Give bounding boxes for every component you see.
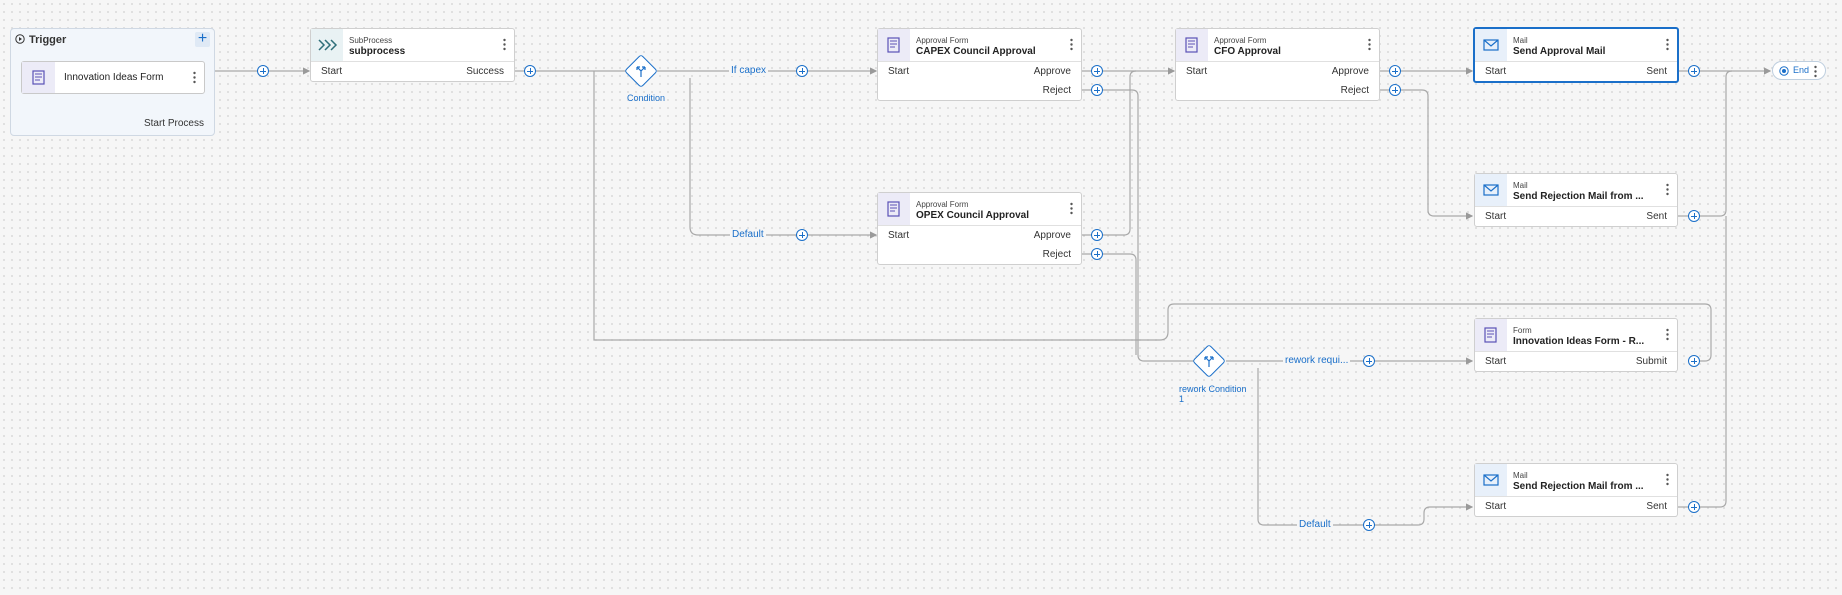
node-type-label: Mail (1513, 181, 1528, 190)
port-reject: Reject (1042, 249, 1071, 260)
plus-icon: + (197, 30, 208, 47)
form-icon (22, 62, 55, 93)
more-options-icon[interactable] (503, 38, 506, 51)
port-start: Start (888, 66, 910, 77)
more-options-icon[interactable] (1070, 38, 1073, 51)
node-type-label: SubProcess (349, 36, 393, 45)
more-options-icon[interactable] (1814, 65, 1817, 78)
more-options-icon[interactable] (1368, 38, 1371, 51)
more-options-icon[interactable] (1666, 328, 1669, 341)
port-approve: Approve (1033, 230, 1071, 241)
branch-icon (636, 66, 646, 77)
edge-label-if-capex[interactable]: If capex (729, 65, 769, 76)
rework-condition-label-line1: rework Condition (1179, 384, 1247, 394)
start-process-label: Start Process (143, 118, 204, 129)
edge-label-default[interactable]: Default (730, 229, 766, 240)
form-icon (878, 193, 910, 225)
node-cfo-approval[interactable]: Approval Form CFO Approval Start Approve… (1175, 28, 1380, 101)
trigger-panel[interactable]: Trigger + Innovation Ideas Form Start Pr… (10, 28, 215, 136)
port-submit: Submit (1635, 356, 1667, 367)
rework-condition-label-line2: 1 (1179, 394, 1185, 404)
more-options-icon[interactable] (1666, 38, 1669, 51)
edge-label-default[interactable]: Default (1297, 519, 1333, 530)
node-type-label: Approval Form (916, 200, 969, 209)
add-trigger-button[interactable]: + (195, 30, 210, 47)
port-start: Start (321, 66, 343, 77)
more-options-icon[interactable] (1666, 473, 1669, 486)
add-step-button[interactable] (524, 65, 536, 77)
node-title: Innovation Ideas Form - R... (1513, 336, 1645, 347)
more-options-icon[interactable] (193, 71, 196, 84)
node-type-label: Mail (1513, 36, 1528, 45)
add-step-button[interactable] (1688, 355, 1700, 367)
node-send-approval-mail[interactable]: Mail Send Approval Mail Start Sent (1473, 27, 1679, 83)
end-node[interactable]: End (1772, 61, 1826, 80)
add-step-button[interactable] (1688, 65, 1700, 77)
port-reject: Reject (1340, 85, 1369, 96)
add-step-button[interactable] (1688, 210, 1700, 222)
node-send-rejection-mail-1[interactable]: Mail Send Rejection Mail from ... Start … (1474, 173, 1678, 227)
add-step-button[interactable] (1363, 519, 1375, 531)
port-approve: Approve (1033, 66, 1071, 77)
add-step-button[interactable] (1091, 229, 1103, 241)
edge-label-rework-required[interactable]: rework requi... (1283, 355, 1351, 366)
add-step-button[interactable] (1091, 65, 1103, 77)
add-step-button[interactable] (1091, 84, 1103, 96)
trigger-form-card[interactable]: Innovation Ideas Form (21, 61, 205, 94)
trigger-icon (15, 34, 25, 44)
port-sent: Sent (1646, 66, 1667, 77)
node-type-label: Form (1513, 326, 1532, 335)
port-sent: Sent (1646, 211, 1667, 222)
port-start: Start (1485, 501, 1507, 512)
node-rework-form[interactable]: Form Innovation Ideas Form - R... Start … (1474, 318, 1678, 372)
mail-icon (1475, 29, 1507, 61)
node-type-label: Approval Form (916, 36, 969, 45)
branch-icon (1204, 356, 1214, 367)
mail-icon (1475, 174, 1507, 206)
add-step-button[interactable] (1688, 501, 1700, 513)
rework-condition-label: rework Condition 1 (1179, 384, 1247, 404)
more-options-icon[interactable] (1666, 183, 1669, 196)
node-send-rejection-mail-2[interactable]: Mail Send Rejection Mail from ... Start … (1474, 463, 1678, 517)
add-step-button[interactable] (1389, 65, 1401, 77)
node-subprocess[interactable]: SubProcess subprocess Start Success (310, 28, 515, 82)
stop-icon (1779, 66, 1789, 76)
add-step-button[interactable] (257, 65, 269, 77)
port-reject: Reject (1042, 85, 1071, 96)
mail-icon (1475, 464, 1507, 496)
add-step-button[interactable] (1389, 84, 1401, 96)
port-start: Start (888, 230, 910, 241)
port-sent: Sent (1646, 501, 1667, 512)
chevrons-icon (311, 29, 343, 61)
condition-label: Condition (627, 93, 666, 103)
form-icon (1475, 319, 1507, 351)
node-title: CFO Approval (1214, 46, 1281, 57)
node-opex-approval[interactable]: Approval Form OPEX Council Approval Star… (877, 192, 1082, 265)
port-start: Start (1485, 211, 1507, 222)
add-step-button[interactable] (796, 65, 808, 77)
port-approve: Approve (1331, 66, 1369, 77)
node-title: Send Rejection Mail from ... (1513, 481, 1644, 492)
trigger-title: Trigger (29, 34, 67, 46)
port-success: Success (466, 66, 504, 77)
port-start: Start (1485, 356, 1507, 367)
node-title: subprocess (349, 46, 406, 57)
port-start: Start (1186, 66, 1208, 77)
add-step-button[interactable] (1091, 248, 1103, 260)
node-capex-approval[interactable]: Approval Form CAPEX Council Approval Sta… (877, 28, 1082, 101)
trigger-form-label: Innovation Ideas Form (64, 72, 164, 83)
port-start: Start (1485, 66, 1507, 77)
add-step-button[interactable] (796, 229, 808, 241)
node-title: Send Rejection Mail from ... (1513, 191, 1644, 202)
node-title: OPEX Council Approval (916, 210, 1029, 221)
add-step-button[interactable] (1363, 355, 1375, 367)
form-icon (878, 29, 910, 61)
more-options-icon[interactable] (1070, 202, 1073, 215)
node-type-label: Mail (1513, 471, 1528, 480)
node-type-label: Approval Form (1214, 36, 1267, 45)
form-icon (1176, 29, 1208, 61)
end-label: End (1793, 65, 1810, 75)
node-title: CAPEX Council Approval (916, 46, 1036, 57)
node-title: Send Approval Mail (1513, 46, 1606, 57)
